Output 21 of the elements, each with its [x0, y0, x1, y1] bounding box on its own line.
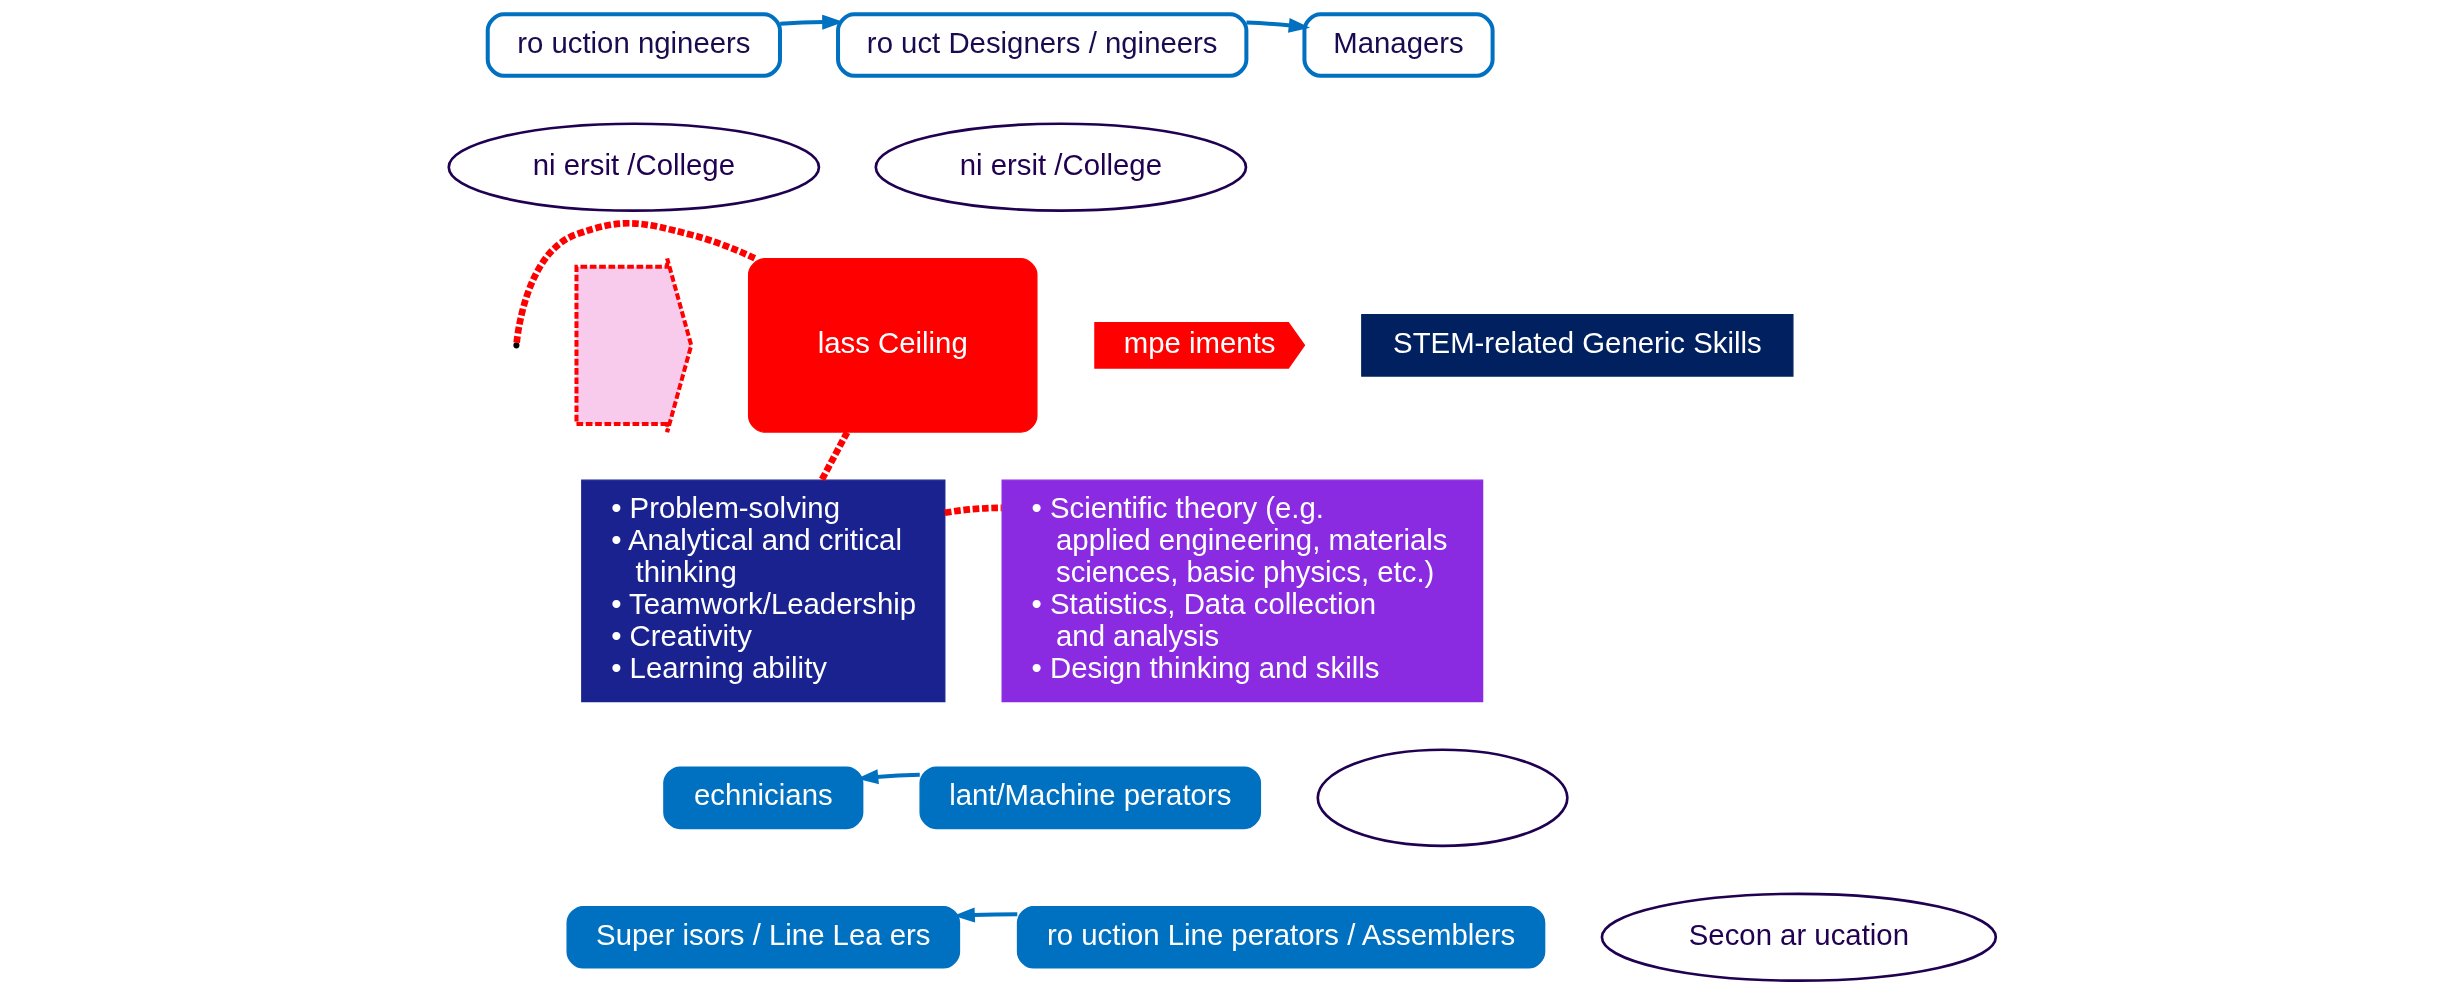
- node-box: Super isors / Line Lea ers: [566, 905, 961, 969]
- node-arrow: [574, 256, 694, 434]
- node-box: lass Ceiling: [747, 257, 1038, 433]
- node-ellipse: Secon ar ucation: [1600, 891, 1998, 982]
- node-box: ro uct Designers / ngineers: [836, 11, 1249, 78]
- node-box: ro uction ngineers: [485, 11, 782, 78]
- arrow: [780, 14, 844, 30]
- node-ellipse: ni ersit /College: [874, 121, 1248, 212]
- node-box: • Problem-solving • Analytical and critical thinking • Teamwork/Leadership • Creativity • Learning ability: [581, 479, 946, 702]
- node-box: lant/Machine perators: [919, 765, 1262, 829]
- connector: [944, 504, 1002, 516]
- node-ellipse: ni ersit /College: [447, 121, 821, 212]
- node-ellipse: [1316, 747, 1569, 847]
- node-box: Managers: [1302, 11, 1495, 78]
- arrow: [1246, 17, 1311, 33]
- node-box: • Scientific theory (e.g. applied engineering, materials sciences, basic physics, etc.) • Statistics, Data collection and analysis • Design thinking and skills: [1001, 479, 1484, 702]
- node-box: ro uction Line perators / Assemblers: [1016, 905, 1546, 969]
- connector: [818, 430, 851, 482]
- node-box: echnicians: [663, 765, 864, 829]
- node-box: STEM-related Generic Skills: [1361, 313, 1794, 377]
- connector: [513, 219, 758, 343]
